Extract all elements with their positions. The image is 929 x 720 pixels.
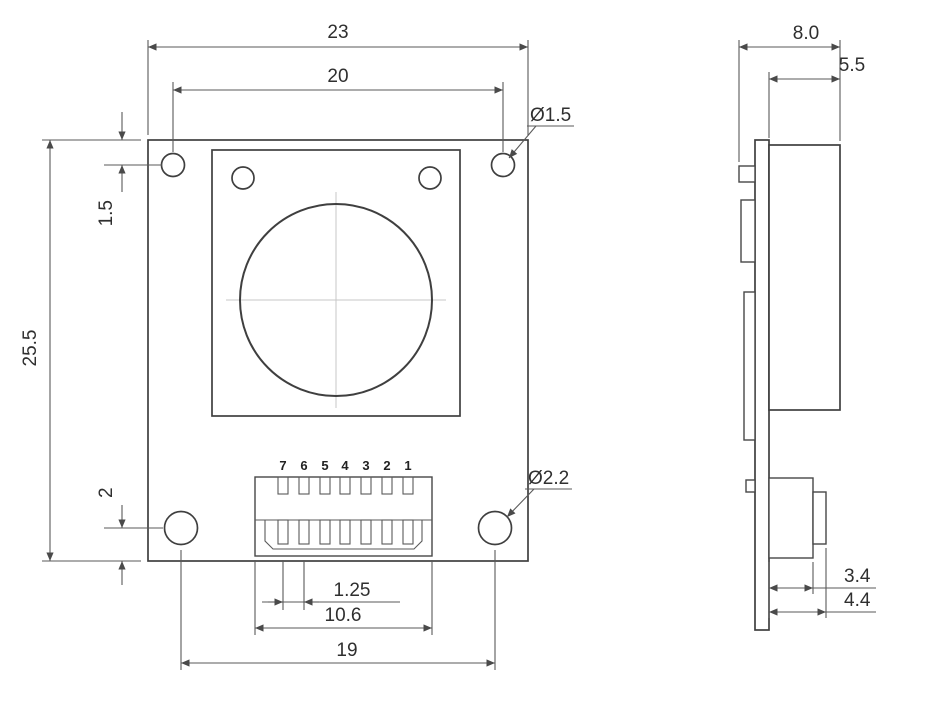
svg-text:10.6: 10.6 bbox=[325, 605, 362, 626]
svg-text:8.0: 8.0 bbox=[793, 23, 819, 44]
mount-hole-bottom-left bbox=[163, 510, 199, 546]
connector-side bbox=[768, 477, 814, 559]
dim-outer-width: 23 bbox=[147, 22, 529, 135]
dim-pin-pitch: 1.25 bbox=[262, 560, 400, 610]
svg-text:23: 23 bbox=[327, 22, 348, 43]
dim-connector-width: 10.6 bbox=[254, 560, 433, 635]
mount-hole-top-right bbox=[490, 152, 516, 178]
dim-bottom-hole-diameter: Ø2.2 bbox=[506, 468, 572, 518]
svg-text:19: 19 bbox=[336, 640, 357, 661]
dim-module-depth: 5.5 bbox=[768, 55, 865, 138]
svg-text:Ø1.5: Ø1.5 bbox=[530, 105, 571, 126]
dim-hole-span-bottom: 19 bbox=[180, 550, 496, 670]
dim-hole-span-top: 20 bbox=[172, 66, 504, 152]
svg-text:5.5: 5.5 bbox=[839, 55, 865, 76]
back-component-2 bbox=[740, 199, 756, 263]
front-dimensions: 23 20 25.5 1.5 2 bbox=[20, 22, 574, 670]
dim-hole-bottom-offset: 2 bbox=[96, 487, 163, 585]
svg-text:25.5: 25.5 bbox=[20, 330, 41, 367]
lens-circle bbox=[239, 203, 433, 397]
pin-label-5: 5 bbox=[321, 458, 328, 473]
dim-top-hole-diameter: Ø1.5 bbox=[508, 105, 574, 159]
pin-label-3: 3 bbox=[362, 458, 369, 473]
svg-text:1.25: 1.25 bbox=[334, 580, 371, 601]
svg-text:Ø2.2: Ø2.2 bbox=[528, 468, 569, 489]
pin-label-2: 2 bbox=[383, 458, 390, 473]
back-component-4 bbox=[745, 479, 756, 493]
pin-labels: 7 6 5 4 3 2 1 bbox=[279, 458, 411, 473]
pin-label-4: 4 bbox=[341, 458, 349, 473]
svg-text:4.4: 4.4 bbox=[844, 590, 871, 611]
side-view bbox=[738, 139, 841, 631]
pin-label-1: 1 bbox=[404, 458, 411, 473]
dim-total-depth: 8.0 bbox=[738, 23, 841, 162]
svg-text:1.5: 1.5 bbox=[96, 200, 117, 226]
housing-hole-right bbox=[418, 166, 442, 190]
side-dimensions: 8.0 5.5 3.4 4.4 bbox=[738, 23, 876, 618]
back-component-1 bbox=[738, 165, 756, 183]
pin-label-7: 7 bbox=[279, 458, 286, 473]
dim-connector-depth-outer: 4.4 bbox=[769, 548, 876, 618]
pin-label-6: 6 bbox=[300, 458, 307, 473]
svg-text:3.4: 3.4 bbox=[844, 566, 871, 587]
mount-hole-bottom-right bbox=[477, 510, 513, 546]
svg-text:20: 20 bbox=[327, 66, 348, 87]
housing-hole-left bbox=[231, 166, 255, 190]
dim-board-height: 25.5 bbox=[20, 139, 141, 562]
svg-text:2: 2 bbox=[96, 487, 117, 498]
dim-connector-depth-inner: 3.4 bbox=[768, 562, 876, 618]
dim-hole-top-offset: 1.5 bbox=[96, 112, 162, 226]
pcb-side bbox=[754, 139, 770, 631]
back-component-3 bbox=[743, 291, 756, 441]
fpc-connector bbox=[254, 476, 433, 557]
housing-side bbox=[768, 144, 841, 411]
front-view: 7 6 5 4 3 2 1 bbox=[147, 139, 529, 562]
connector-pins-side bbox=[812, 491, 827, 545]
